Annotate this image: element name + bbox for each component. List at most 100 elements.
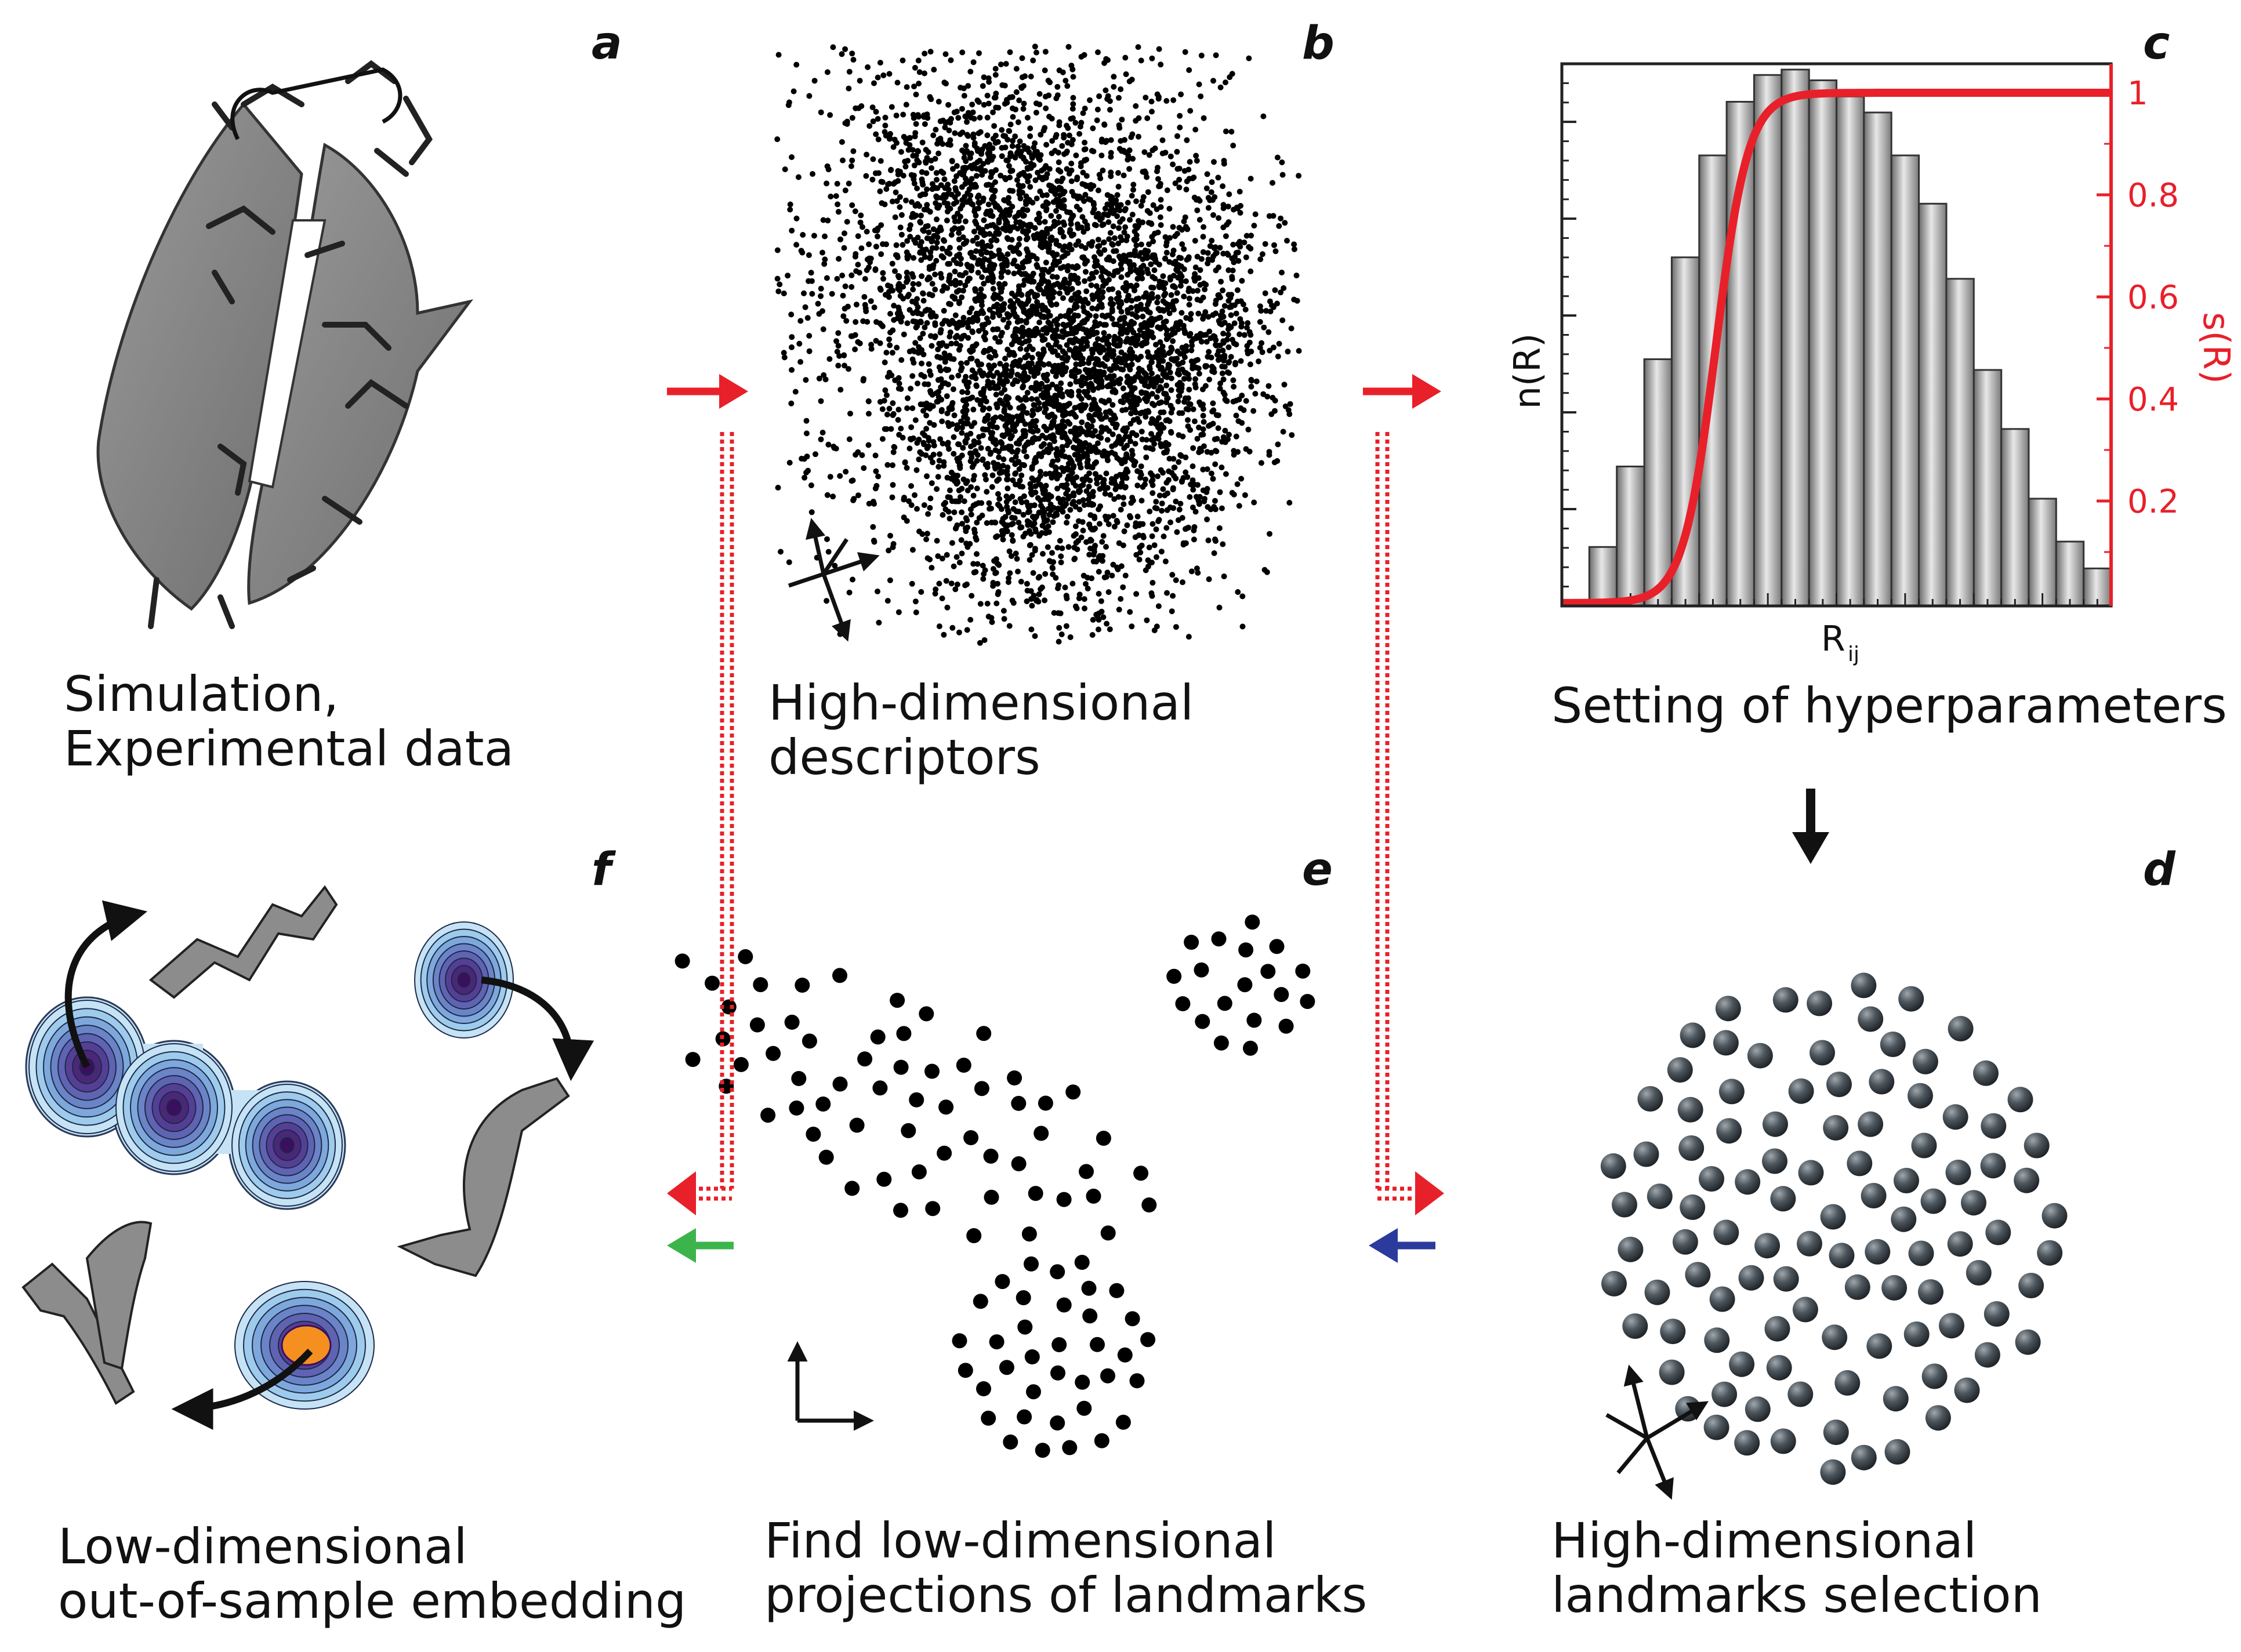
- cloud-point-1925: [1014, 177, 1020, 183]
- cloud-point-3295: [1251, 500, 1257, 506]
- cloud-point-4155: [1043, 426, 1049, 432]
- cloud-point-2339: [800, 232, 806, 238]
- cloud-point-4710: [934, 354, 940, 360]
- cloud-point-3064: [1212, 536, 1218, 542]
- cloud-point-4060: [1087, 512, 1093, 518]
- cloud-point-3983: [1005, 485, 1010, 491]
- cloud-point-3578: [1138, 390, 1144, 396]
- cloud-point-2428: [1011, 257, 1017, 263]
- cloud-point-3896: [1133, 552, 1139, 558]
- cloud-point-4277: [849, 478, 855, 484]
- cloud-point-1271: [922, 502, 927, 508]
- cloud-point-2027: [873, 266, 879, 272]
- cloud-point-3871: [1073, 604, 1079, 609]
- cloud-point-4094: [973, 383, 979, 389]
- histogram-bar-15: [1974, 370, 2001, 606]
- cloud-point-739: [796, 341, 802, 347]
- cloud-point-801: [1120, 584, 1126, 590]
- cloud-point-3694: [1139, 498, 1145, 503]
- cloud-point-4203: [928, 455, 934, 461]
- cloud-point-3276: [1215, 175, 1221, 180]
- cloud-point-3300: [1073, 355, 1079, 361]
- cloud-point-412: [1056, 625, 1062, 631]
- cloud-point-2216: [1206, 205, 1212, 211]
- cloud-point-4032: [918, 589, 924, 595]
- cloud-point-4187: [1188, 331, 1194, 337]
- cloud-point-3334: [1267, 452, 1272, 458]
- cloud-point-2057: [1145, 189, 1151, 195]
- cloud-point-3185: [1288, 401, 1293, 407]
- cloud-point-2068: [897, 381, 902, 387]
- cloud-point-4130: [1012, 471, 1018, 477]
- cloud-point-1996: [850, 115, 855, 121]
- cloud-point-3803: [1136, 419, 1142, 425]
- cloud-point-4245: [1102, 363, 1108, 369]
- cloud-point-3901: [1112, 268, 1118, 274]
- cloud-point-1609: [880, 72, 886, 78]
- cloud-point-2198: [855, 449, 861, 455]
- cloud-point-3568: [959, 453, 965, 459]
- cloud-point-4182: [890, 462, 895, 468]
- cloud-point-4312: [1007, 415, 1013, 420]
- cloud-point-4473: [907, 234, 913, 239]
- cloud-point-4517: [1032, 43, 1038, 49]
- cloud-point-396: [1121, 173, 1127, 179]
- cloud-point-2207: [1284, 238, 1290, 244]
- cloud-point-1447: [1262, 567, 1268, 573]
- cloud-point-19: [976, 50, 982, 56]
- cloud-point-1657: [975, 452, 981, 458]
- cloud-point-3764: [1172, 285, 1178, 291]
- cloud-point-4347: [1002, 407, 1007, 413]
- cloud-point-2375: [1163, 98, 1169, 104]
- cloud-point-3346: [1127, 217, 1133, 223]
- cloud-point-4353: [977, 640, 983, 646]
- cloud-point-4653: [1049, 138, 1055, 144]
- cloud-point-3929: [1212, 369, 1217, 375]
- cloud-point-1829: [1252, 391, 1258, 397]
- cloud-point-2029: [866, 264, 872, 270]
- cloud-point-4016: [1040, 352, 1046, 358]
- cloud-point-2364: [840, 313, 846, 319]
- cloud-point-4862: [971, 135, 977, 141]
- cloud-point-3751: [960, 319, 966, 325]
- cloud-point-4782: [963, 176, 969, 181]
- cloud-point-4289: [1163, 372, 1169, 378]
- cloud-point-2284: [937, 364, 942, 370]
- cloud-point-391: [1198, 93, 1203, 99]
- cloud-point-1539: [842, 245, 847, 251]
- cloud-point-2699: [1191, 406, 1196, 412]
- cloud-point-1840: [1010, 521, 1016, 527]
- cloud-point-4260: [1005, 464, 1010, 470]
- landmark-sphere-2: [1773, 987, 1798, 1012]
- cloud-point-4703: [943, 194, 949, 200]
- cloud-point-3042: [1085, 300, 1091, 306]
- histogram-bar-10: [1837, 96, 1864, 606]
- cloud-point-3058: [1225, 369, 1231, 375]
- cloud-point-1203: [1136, 134, 1141, 140]
- cloud-point-1419: [873, 469, 879, 474]
- cloud-point-3417: [1220, 183, 1225, 189]
- cloud-point-1343: [815, 301, 821, 307]
- cloud-point-4762: [981, 245, 987, 250]
- cloud-point-4351: [1107, 626, 1113, 632]
- cloud-point-1233: [877, 285, 883, 291]
- cloud-point-2187: [775, 276, 781, 282]
- cloud-point-4451: [912, 319, 918, 325]
- cloud-point-4371: [1038, 473, 1043, 479]
- cloud-point-1606: [962, 150, 967, 156]
- cloud-point-2445: [933, 390, 939, 396]
- cloud-point-4470: [999, 285, 1005, 291]
- cloud-point-4753: [942, 199, 948, 205]
- cloud-point-2845: [1215, 292, 1221, 298]
- cloud-point-1181: [858, 212, 864, 218]
- cloud-point-1511: [1291, 241, 1297, 247]
- cloud-point-4170: [1050, 565, 1056, 571]
- y2-tick-label-3: 0.8: [2127, 177, 2179, 215]
- cloud-point-4819: [968, 250, 974, 256]
- cloud-point-3123: [1168, 430, 1174, 435]
- cloud-point-4375: [1020, 260, 1025, 266]
- cloud-point-3743: [1082, 502, 1087, 508]
- cloud-point-4520: [998, 61, 1004, 67]
- cloud-point-2313: [947, 261, 952, 267]
- cloud-point-4542: [1040, 193, 1046, 198]
